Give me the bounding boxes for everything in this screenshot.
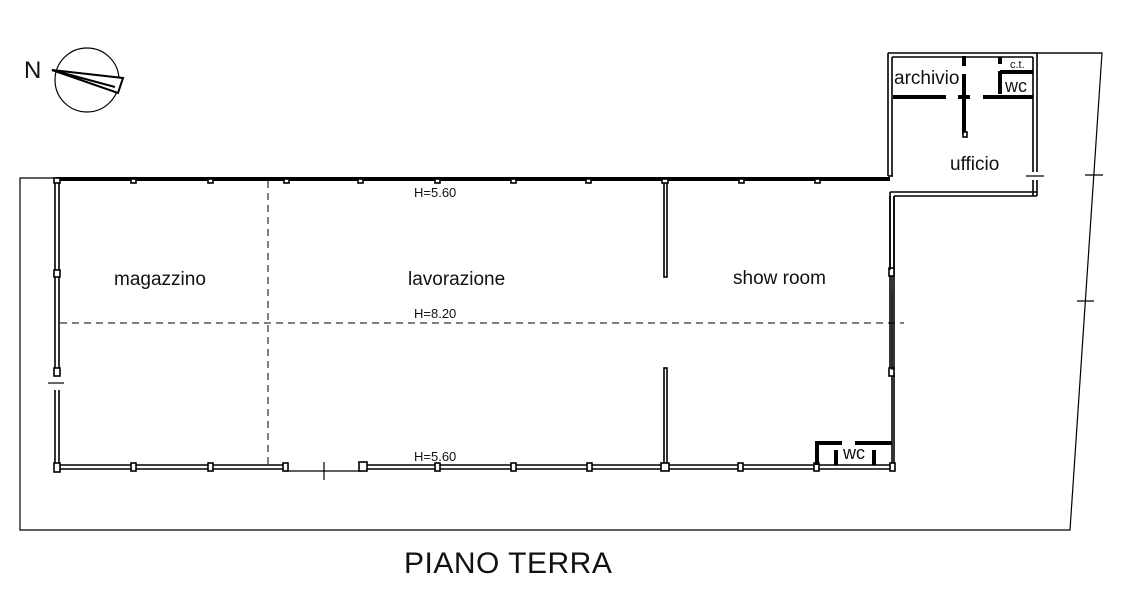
room-label-magazzino: magazzino	[114, 269, 206, 290]
height-label-middle: H=8.20	[414, 306, 456, 321]
room-label-lavorazione: lavorazione	[408, 269, 505, 290]
room-label-wc-lower: wc	[842, 443, 865, 463]
north-arrow-icon	[51, 47, 125, 113]
height-label-bottom: H=5.60	[414, 449, 456, 464]
height-label-top: H=5.60	[414, 185, 456, 200]
office-annex-walls	[887, 52, 1044, 270]
room-label-ufficio: ufficio	[950, 154, 999, 175]
room-label-wc-upper: wc	[1004, 76, 1027, 96]
room-label-ct: c.t.	[1010, 59, 1025, 71]
wc-lower-walls	[815, 441, 892, 465]
lot-boundary	[19, 52, 1103, 531]
room-label-archivio: archivio	[894, 68, 959, 89]
main-building-walls	[48, 177, 895, 480]
drawing-title: PIANO TERRA	[404, 547, 612, 580]
room-label-show-room: show room	[733, 268, 826, 289]
north-label: N	[24, 57, 41, 84]
pillars	[53, 177, 896, 473]
